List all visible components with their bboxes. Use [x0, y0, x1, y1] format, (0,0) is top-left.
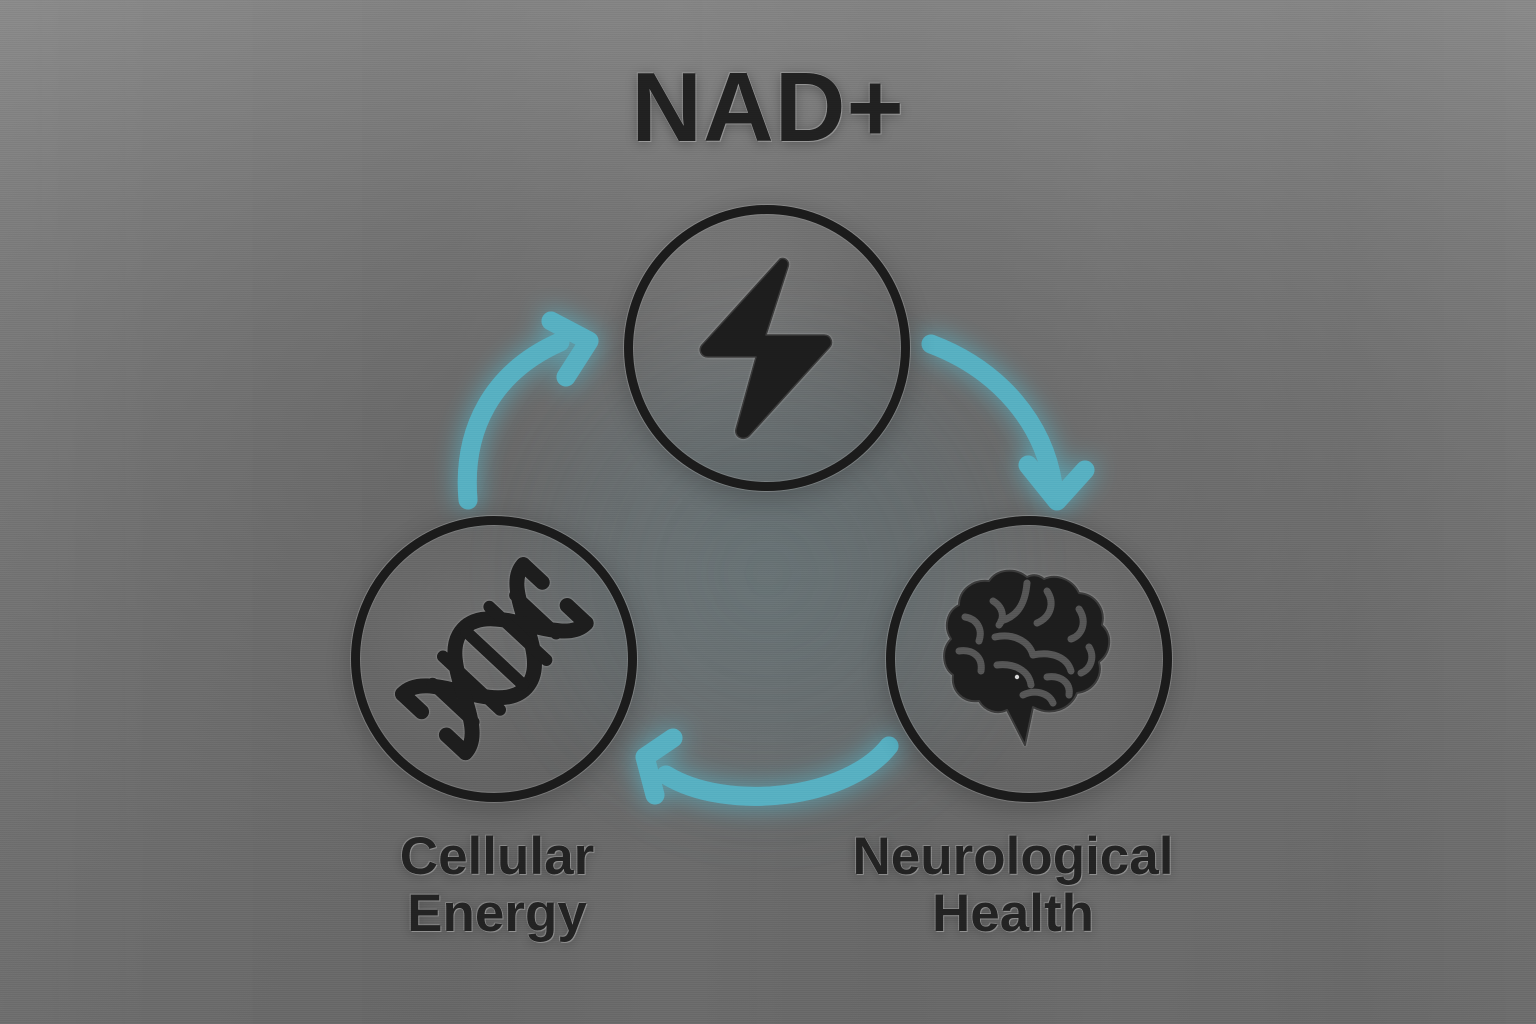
- figure-title: NAD+: [631, 52, 905, 162]
- caption-neurological-health: Neurological Health: [852, 827, 1174, 944]
- dna-helix-icon: [351, 516, 637, 802]
- caption-cellular-energy: Cellular Energy: [399, 827, 595, 944]
- lightning-bolt-icon: [624, 205, 910, 491]
- node-cellular-energy: [624, 205, 910, 491]
- node-ring: [624, 205, 910, 491]
- node-cellular: [351, 516, 637, 802]
- node-ring: [886, 516, 1172, 802]
- node-neurological: [886, 516, 1172, 802]
- brain-icon: [886, 516, 1172, 802]
